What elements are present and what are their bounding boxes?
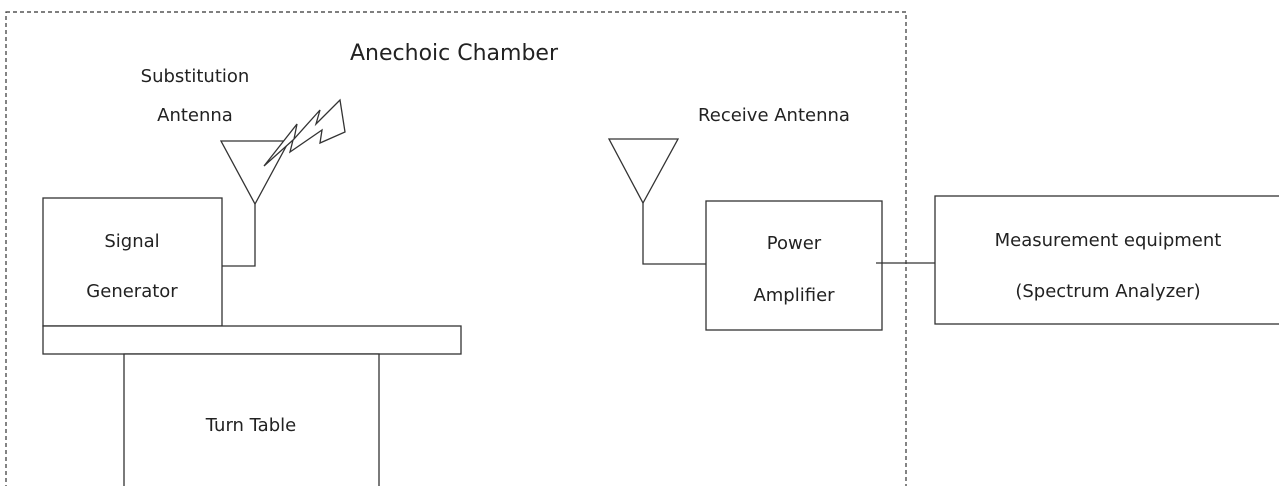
- power-amplifier-label-line2: Amplifier: [753, 285, 835, 306]
- anechoic-chamber-boundary: [5, 11, 907, 486]
- substitution-antenna-label-line2: Antenna: [157, 105, 233, 126]
- substitution-antenna-label-line1: Substitution: [141, 66, 250, 87]
- chamber-title: Anechoic Chamber: [350, 41, 559, 66]
- turn-table-top: [42, 325, 462, 355]
- receive-antenna-label: Receive Antenna: [698, 105, 850, 126]
- signal-generator-label-line2: Generator: [86, 281, 178, 302]
- signal-generator-box: [42, 197, 223, 327]
- receive-antenna-cable: [642, 203, 706, 265]
- power-amplifier-box: [705, 200, 883, 331]
- measurement-equipment-label-line2: (Spectrum Analyzer): [1015, 281, 1200, 302]
- substitution-antenna-cable: [222, 204, 256, 267]
- measurement-equipment-label-line1: Measurement equipment: [995, 230, 1222, 251]
- receive-antenna-icon: [607, 138, 680, 205]
- turn-table-label: Turn Table: [205, 415, 296, 436]
- turn-table-base: [123, 353, 380, 486]
- signal-generator-label-line1: Signal: [104, 231, 159, 252]
- lightning-bolt-icon: [263, 98, 346, 167]
- power-amplifier-label-line1: Power: [767, 233, 822, 254]
- measurement-equipment-box: [934, 195, 1279, 325]
